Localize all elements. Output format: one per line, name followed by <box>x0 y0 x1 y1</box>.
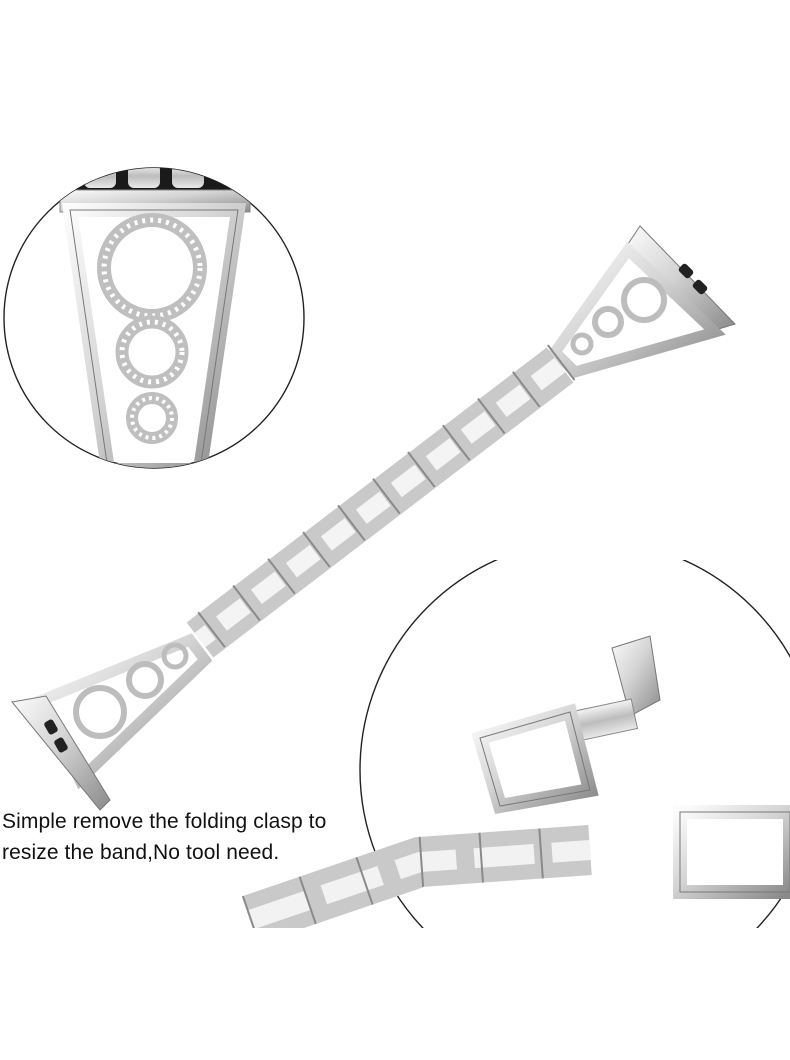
removed-link <box>673 805 790 899</box>
caption: Simple remove the folding clasp to resiz… <box>2 806 382 868</box>
closeup-circle-top <box>3 167 305 469</box>
folding-clasp <box>471 635 661 814</box>
band-links-closeup <box>241 825 592 928</box>
watch-band <box>11 225 736 811</box>
caption-line-1: Simple remove the folding clasp to <box>2 810 327 833</box>
band-connector-left <box>11 633 213 811</box>
band-links <box>186 344 576 658</box>
band-connector-right <box>547 225 736 379</box>
closeup-circle-bottom <box>241 560 790 928</box>
caption-line-2: resize the band,No tool need. <box>2 841 280 864</box>
